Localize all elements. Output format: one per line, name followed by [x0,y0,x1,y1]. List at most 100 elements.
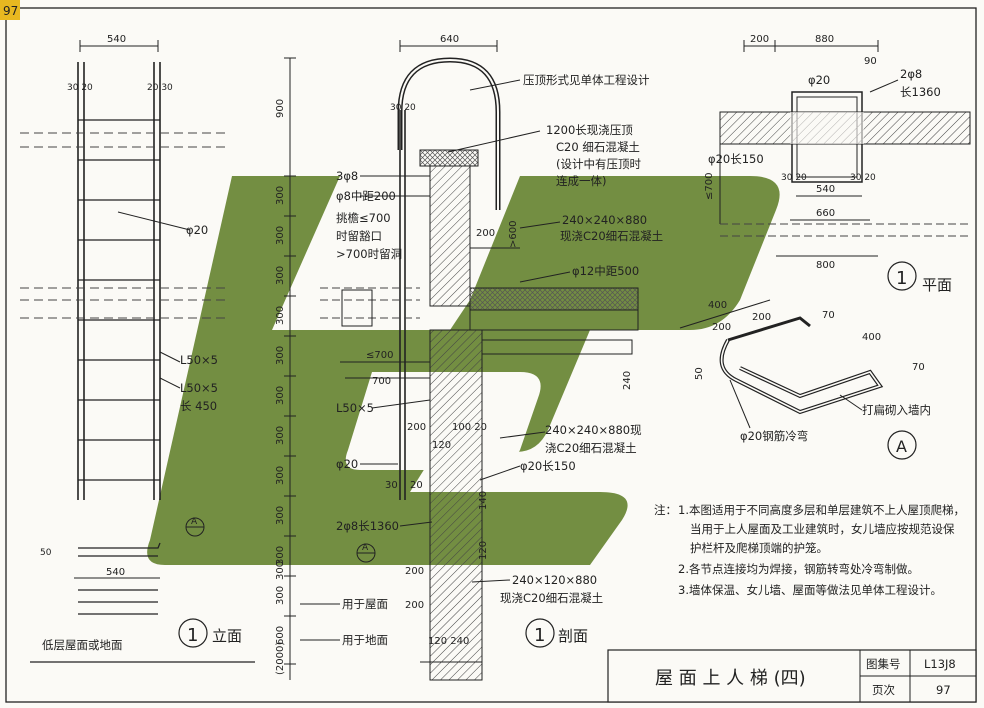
elev-view-title: 立面 [212,627,242,645]
detail-dim-400a: 400 [708,300,727,311]
section-dim-3: 300 [275,266,286,285]
section-rebar-12: φ12中距500 [572,264,639,278]
section-block-3: 240×120×880 [512,573,597,587]
section-dim-2: 300 [275,226,286,245]
section-rebar-top: 3φ8 [336,169,358,183]
elev-left-offset: 30 20 [67,83,93,93]
section-dim-0: 900 [275,99,286,118]
title-block: 屋 面 上 人 梯 (四) 图集号 L13J8 页次 97 [607,649,977,703]
section-block-1: 240×240×880 [562,213,647,227]
section-rebar-dist: φ8中距200 [336,189,396,203]
section-dim-100-20: 100 20 [452,422,487,433]
title-block-page-value: 97 [936,683,951,697]
section-dim-5: 300 [275,346,286,365]
section-dim-140: 140 [478,491,489,510]
page-corner-tag [0,0,20,20]
section-phi20-150: φ20长150 [520,459,576,473]
section-dim-120b: 120 [478,541,489,560]
section-eave-1: 挑檐≤700 [336,211,391,225]
detail-dim-200a: 200 [712,322,731,333]
section-dim-200: 200 [476,228,495,239]
section-dim-700: 700 [372,376,391,387]
section-view-title: 剖面 [558,627,588,645]
elev-angle-2: L50×5 [180,381,218,395]
plan-dim-90: 90 [864,56,877,67]
elev-base-width: 540 [106,567,125,578]
elev-top-width: 540 [107,34,126,45]
detail-label-embed: 打扁砌入墙内 [862,403,931,417]
section-dim-20: 20 [410,480,423,491]
elev-rung-label: φ20 [186,223,208,237]
section-rebar-2: 2φ8长1360 [336,519,399,533]
section-dim-gt600: >600 [508,221,519,248]
plan-dim-30-20b: 30 20 [850,173,876,183]
section-dim-12: 300 [275,561,286,580]
plan-view-number: 1 [896,268,907,289]
section-dim-6: 300 [275,386,286,405]
plan-dim-660: 660 [816,208,835,219]
section-roof-label: 用于屋面 [342,597,388,611]
section-marker-a: A [362,543,369,553]
section-dim-9: 300 [275,506,286,525]
section-coping-spec-1: 1200长现浇压顶 [546,123,633,137]
elev-view-number: 1 [187,625,198,646]
title-block-page-label: 页次 [872,683,895,697]
elev-angle-2-length: 长 450 [180,399,217,413]
detail-label-bend: φ20钢筋冷弯 [740,429,808,443]
elev-ground-label: 低层屋面或地面 [42,638,123,652]
section-eave-2: 时留豁口 [336,229,382,243]
plan-dim-800: 800 [816,260,835,271]
detail-marker: A [896,437,907,456]
plan-dim-200: 200 [750,34,769,45]
section-dim-120-240: 120 240 [428,636,469,647]
detail-dim-50: 50 [694,367,705,380]
section-dim-200b: 200 [407,422,426,433]
section-eave-3: >700时留洞 [336,247,402,261]
notes-line-4: 2.各节点连接均为焊接，钢筋转弯处冷弯制做。 [678,562,919,576]
section-dim-7: 300 [275,426,286,445]
section-dim-240: 240 [622,371,633,390]
detail-dim-200b: 200 [752,312,771,323]
section-dim-30: 30 [385,480,398,491]
plan-dim-540: 540 [816,184,835,195]
section-ground-label: 用于地面 [342,633,388,647]
section-top-width: 640 [440,34,459,45]
section-angle: L50×5 [336,401,374,415]
notes-prefix: 注： [654,503,677,517]
section-view-number: 1 [534,625,545,646]
notes-line-3: 护栏杆及爬梯顶端的护笼。 [690,541,828,555]
section-dim-120: 120 [432,440,451,451]
section-phi20: φ20 [336,457,358,471]
section-block-2b: 浇C20细石混凝土 [545,441,637,455]
notes-line-1: 1.本图适用于不同高度多层和单层建筑不上人屋顶爬梯， [678,503,965,517]
detail-a-view: 400 200 200 70 400 70 50 φ20钢筋冷弯 打扁砌入墙内 … [679,299,931,460]
section-block-1b: 现浇C20细石混凝土 [560,229,663,243]
section-dim-200d: 200 [405,600,424,611]
section-block-2: 240×240×880现 [545,423,642,437]
section-coping-spec-2: C20 细石混凝土 [556,140,640,154]
plan-dim-30-20a: 30 20 [781,173,807,183]
general-notes: 注： 1.本图适用于不同高度多层和单层建筑不上人屋顶爬梯， 当用于上人屋面及工业… [654,503,965,597]
section-left-offset: 30 20 [390,103,416,113]
notes-line-2: 当用于上人屋面及工业建筑时，女儿墙应按规范设保 [690,522,955,536]
title-block-title: 屋 面 上 人 梯 (四) [655,668,806,689]
notes-line-5: 3.墙体保温、女儿墙、屋面等做法见单体工程设计。 [678,583,942,597]
detail-dim-400b: 400 [862,332,881,343]
section-dim-1: 300 [275,186,286,205]
plan-phi20-150: φ20长150 [708,152,764,166]
section-view: 900 300 300 300 300 300 300 300 300 300 … [275,34,663,681]
plan-view-title: 平面 [922,276,952,294]
section-dim-8: 300 [275,466,286,485]
section-block-3b: 现浇C20细石混凝土 [500,591,603,605]
title-block-atlas-label: 图集号 [866,657,901,671]
page-corner-label: 97 [3,4,18,18]
plan-view: 200 880 90 φ20 2φ8 长1360 φ20长150 ≤700 30… [704,34,971,294]
plan-phi20: φ20 [808,73,830,87]
detail-dim-70a: 70 [822,310,835,321]
section-le700: ≤700 [366,350,393,361]
title-block-atlas-value: L13J8 [924,657,956,671]
plan-rebar-1: 2φ8 [900,67,922,81]
section-dim-200c: 200 [405,566,424,577]
section-coping-spec-3: (设计中有压顶时 [556,157,641,171]
